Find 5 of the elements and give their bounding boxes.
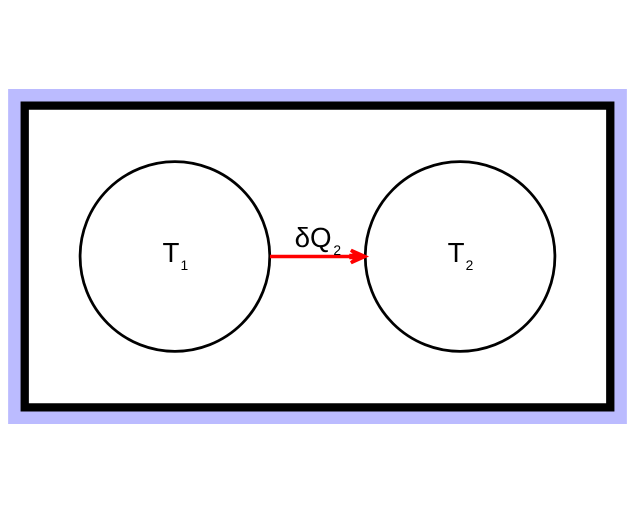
edge-label: δQ$_{2}$ <box>294 221 342 258</box>
node-circle: T$_{1}$ <box>78 160 272 352</box>
cluster <box>20 100 614 412</box>
arrow <box>270 248 367 264</box>
node-circle: T$_{2}$ <box>364 160 556 352</box>
